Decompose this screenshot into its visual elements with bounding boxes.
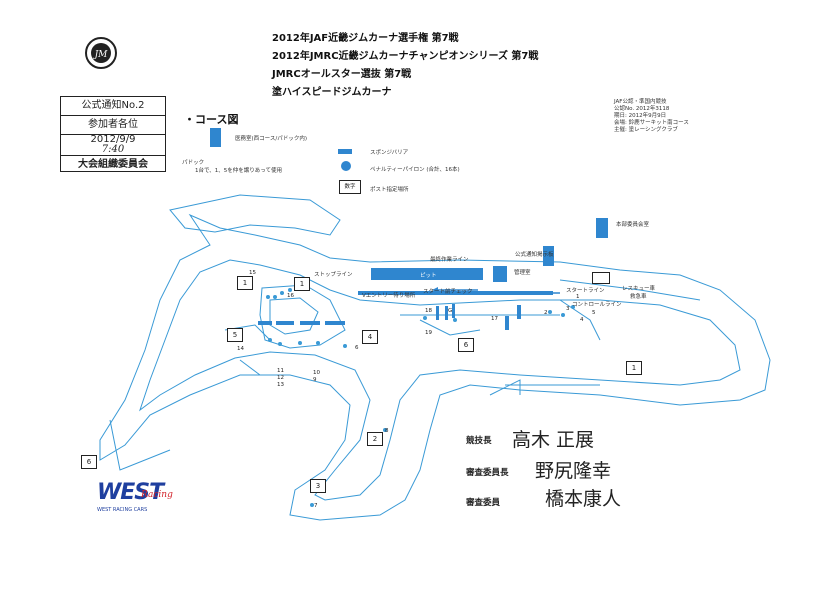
post-6-center: 6 (458, 338, 474, 352)
post-6-left: 6 (81, 455, 97, 469)
notice-recipients: 参加者各位 (61, 116, 165, 135)
official-label-3: 審査委員 (466, 498, 501, 508)
point-18: 18 (425, 308, 432, 314)
point-4: 4 (580, 317, 584, 323)
post-1-paddock: 1 (294, 277, 310, 291)
course-title: ・コース図 (184, 113, 239, 126)
post-1-right: 1 (626, 361, 642, 375)
hq-marker (596, 218, 608, 238)
point-16: 16 (287, 293, 294, 299)
legend-post-label: ポスト指定場所 (370, 187, 409, 193)
point-12: 12 (277, 375, 284, 381)
point-6: 6 (355, 345, 359, 351)
point-13: 13 (277, 382, 284, 388)
event-info: JAF公認・準国内競技 公認No. 2012年3118 期日: 2012年9月9… (614, 99, 689, 134)
event-info-3: 期日: 2012年9月9日 (614, 113, 667, 119)
point-10: 10 (313, 370, 320, 376)
point-5: 5 (592, 310, 596, 316)
point-7: 7 (314, 503, 318, 509)
legend-post-swatch: 数字 (339, 180, 361, 194)
post-4: 4 (362, 330, 378, 344)
title-line-2: 2012年JMRC近畿ジムカーナチャンピオンシリーズ 第7戦 (272, 51, 539, 62)
point-1: 1 (576, 294, 580, 300)
point-9: 9 (313, 377, 317, 383)
west-logo-text: WEST (97, 480, 164, 505)
medical-room-marker (210, 128, 221, 147)
control-line-label: コントロールライン (572, 302, 622, 308)
west-logo-script: Racing (141, 490, 173, 500)
legend-sponge-swatch (338, 149, 352, 154)
pit-label: ピット (420, 273, 437, 279)
notice-date-time: 2012/9/9 7:40 (61, 135, 165, 156)
pit-work-line-label: 最終作業ライン (430, 257, 469, 263)
v-entry-label: Vエントリー待り場所 (362, 293, 416, 299)
point-19: 19 (425, 330, 432, 336)
paddock-note: 1台で、1、5を仲を譲りあって使用 (195, 168, 283, 174)
svg-text:JM: JM (93, 50, 109, 60)
point-14: 14 (237, 346, 244, 352)
medical-room-label: 医務室(西コース/パドック内) (235, 136, 308, 142)
rescue-label: レスキュー車 (622, 286, 656, 292)
event-info-5: 主催: 塗レーシングクラブ (614, 127, 678, 133)
start-check-label: スタート前チェック (423, 289, 473, 295)
official-signature-2: 野尻隆幸 (535, 460, 612, 482)
point-11: 11 (277, 368, 284, 374)
event-info-1: JAF公認・準国内競技 (614, 99, 667, 105)
west-logo-sub: WEST RACING CARS (97, 507, 148, 513)
point-3: 3 (566, 306, 570, 312)
paddock-label: パドック (182, 160, 205, 166)
title-line-3: JMRCオールスター選抜 第7戦 (272, 69, 412, 80)
rescue-vehicle-icon (592, 272, 610, 284)
event-info-2: 公認No. 2012年3118 (614, 106, 670, 112)
notice-number: 公式通知No.2 (61, 97, 165, 116)
notice-date: 2012/9/9 (90, 134, 136, 145)
point-15: 15 (249, 270, 256, 276)
legend-pylon-swatch (341, 161, 351, 171)
title-line-4: 塗ハイスピードジムカーナ (272, 87, 392, 98)
ambulance-label: 救急車 (630, 294, 647, 300)
title-line-1: 2012年JAF近畿ジムカーナ選手権 第7戦 (272, 33, 459, 44)
control-room-label: 管理室 (514, 270, 531, 276)
notice-time: 7:40 (101, 144, 125, 155)
point-17: 17 (491, 316, 498, 322)
legend-pylon-label: ペナルティーパイロン (合計、16本) (370, 167, 460, 173)
notice-board-label: 公式通知掲示板 (515, 252, 554, 258)
point-g: G (448, 308, 453, 314)
west-racing-logo: WEST Racing WEST RACING CARS (97, 482, 187, 518)
hq-label: 本部委員会室 (616, 222, 650, 228)
post-3: 3 (310, 479, 326, 493)
stop-line-label: ストップライン (314, 272, 353, 278)
point-8: 8 (385, 428, 389, 434)
jmrc-emblem: JM (84, 36, 118, 70)
notice-organizer: 大会組織委員会 (78, 159, 148, 170)
event-info-4: 会場: 鈴鹿サーキット南コース (614, 120, 689, 126)
point-2: 2 (544, 310, 548, 316)
official-signature-3: 橋本康人 (545, 488, 622, 510)
post-1-left: 1 (237, 276, 253, 290)
official-label-2: 審査委員長 (466, 468, 509, 478)
official-signature-1: 高木 正展 (512, 429, 595, 451)
notice-box: 公式通知No.2 参加者各位 2012/9/9 7:40 大会組織委員会 (60, 96, 166, 172)
legend-sponge-label: スポンジバリア (370, 150, 409, 156)
official-label-1: 競技長 (466, 436, 492, 446)
post-5: 5 (227, 328, 243, 342)
post-2: 2 (367, 432, 383, 446)
start-line-label: スタートライン (566, 288, 605, 294)
